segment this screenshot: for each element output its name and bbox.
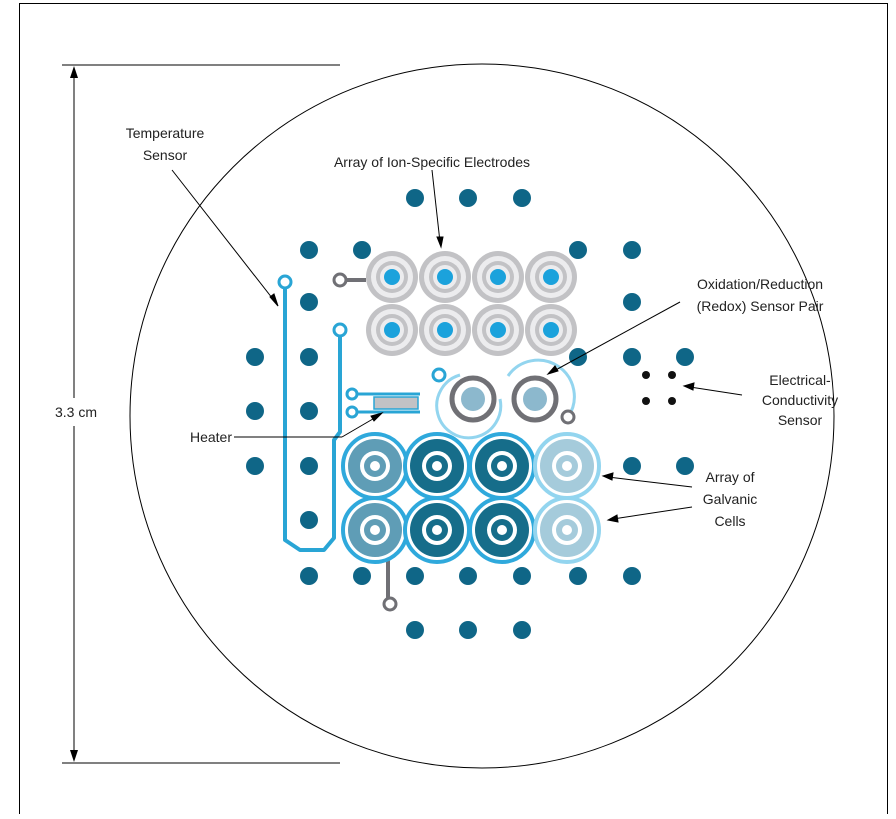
contact-pad [623,348,641,366]
contact-pad [623,457,641,475]
dimension-label: 3.3 cm [55,404,97,420]
temperature-sensor-label-line-1: Temperature [126,125,205,141]
contact-pad [406,621,424,639]
redox-label-line-1: Oxidation/Reduction [697,276,823,292]
ion-electrode [366,304,418,356]
contact-pad [676,457,694,475]
contact-pad [406,189,424,207]
ion-electrode [419,304,471,356]
contact-pad [353,567,371,585]
contact-pad [300,457,318,475]
contact-pad [459,189,477,207]
galvanic-label-line-3: Cells [714,513,745,529]
ion-electrode [366,251,418,303]
contact-pad [406,567,424,585]
chip-outline [129,63,835,769]
contact-pad [300,293,318,311]
ion-electrode [472,251,524,303]
conductivity-sensor [642,371,676,405]
contact-pads [246,189,694,639]
leader-lines [171,169,743,523]
heater [345,387,420,419]
contact-pad [300,241,318,259]
contact-pad [246,402,264,420]
contact-pad [623,241,641,259]
heater-label: Heater [190,429,232,445]
galvanic-cell [533,496,601,564]
contact-pad [300,511,318,529]
galvanic-cell [341,496,409,564]
temperature-sensor-label-line-2: Sensor [143,147,188,163]
galvanic-cell [403,496,471,564]
conductivity-label-line-3: Sensor [778,412,823,428]
conductivity-label-line-1: Electrical- [769,372,831,388]
galvanic-label-line-2: Galvanic [703,491,757,507]
contact-pad [459,621,477,639]
contact-pad [623,293,641,311]
ion-electrode [472,304,524,356]
contact-pad [300,567,318,585]
contact-pad [513,189,531,207]
contact-pad [353,241,371,259]
ion-electrode [525,304,577,356]
galvanic-cell [341,432,409,500]
galvanic-cell-array [341,432,601,612]
temperature-sensor [277,274,348,552]
contact-pad [676,348,694,366]
contact-pad [569,567,587,585]
galvanic-cell [533,432,601,500]
conductivity-label-line-2: Conductivity [762,392,838,408]
galvanic-cell [468,432,536,500]
dimension-marker [62,64,340,764]
galvanic-label-line-1: Array of [705,469,754,485]
redox-label-line-2: (Redox) Sensor Pair [697,298,824,314]
galvanic-cell [468,496,536,564]
contact-pad [569,241,587,259]
contact-pad [246,348,264,366]
contact-pad [513,567,531,585]
contact-pad [623,567,641,585]
contact-pad [569,348,587,366]
redox-sensor-pair [431,358,576,440]
galvanic-cell [403,432,471,500]
contact-pad [300,348,318,366]
ion-electrode [419,251,471,303]
contact-pad [459,567,477,585]
contact-pad [246,457,264,475]
ion-electrode-array [332,251,577,356]
contact-pad [513,621,531,639]
contact-pad [300,402,318,420]
ion-electrode [525,251,577,303]
ion-array-label: Array of Ion-Specific Electrodes [334,154,530,170]
